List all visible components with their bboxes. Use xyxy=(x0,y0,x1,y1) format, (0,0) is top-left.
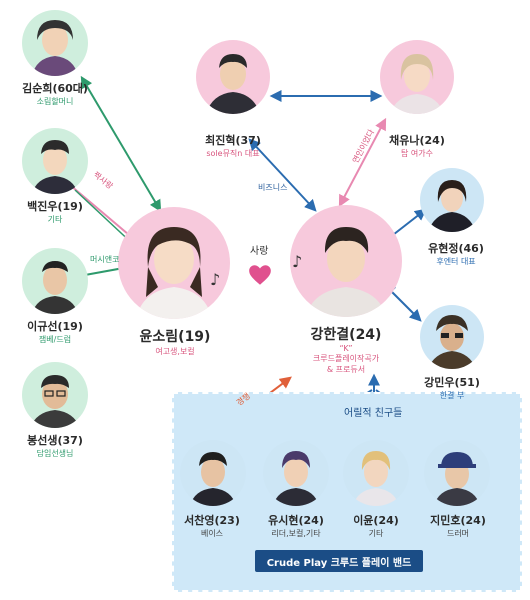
label-choi-jinhyuk: 최진혁(37) sole뮤직n 대표 xyxy=(175,132,291,159)
portrait-seo-chanyoung xyxy=(180,440,246,506)
line-jinwoo-sorim xyxy=(69,184,137,242)
name-yoon-sorim: 윤소림(19) xyxy=(139,329,211,345)
annotation-childhood-friends: 어릴적 친구들 xyxy=(344,408,403,419)
music-note-icon-2: ♪ xyxy=(292,252,303,271)
label-kang-hangyeol: 강한결(24) “K” 크루드플레이작곡가 & 프로듀서 xyxy=(276,324,416,375)
annotation-band-member: 머시앤코 xyxy=(90,255,120,264)
name-choi-jinhyuk: 최진혁(37) xyxy=(205,134,261,147)
role-bong-seonsaeng: 담임선생님 xyxy=(36,449,74,458)
role-kang-minwoo: 한결 부 xyxy=(439,391,465,400)
role-lee-yoon: 기타 xyxy=(368,529,384,538)
role-kang-hangyeol-3: & 프로듀서 xyxy=(326,365,366,374)
name-kang-hangyeol: 강한결(24) xyxy=(310,327,382,343)
label-yoo-sihyun: 유시현(24) 리더,보컬,기타 xyxy=(248,512,344,539)
annotation-love: 사랑 xyxy=(250,246,269,257)
name-seo-chanyoung: 서찬영(23) xyxy=(184,514,240,527)
portrait-chae-yuna xyxy=(380,40,454,114)
label-bong-seonsaeng: 봉선생(37) 담임선생님 xyxy=(5,432,105,459)
line-choi-hangyeol xyxy=(248,138,317,212)
label-lee-yoon: 이윤(24) 기타 xyxy=(330,512,422,539)
role-yoon-sorim: 여고생,보컬 xyxy=(155,347,195,356)
portrait-yoo-sihyun xyxy=(263,440,329,506)
portrait-bong-seonsaeng xyxy=(22,362,88,428)
label-seo-chanyoung: 서찬영(23) 베이스 xyxy=(166,512,258,539)
name-ji-minho: 지민호(24) xyxy=(430,514,486,527)
portrait-lee-gyuseon xyxy=(22,248,88,314)
portrait-choi-jinhyuk xyxy=(196,40,270,114)
heart-icon xyxy=(249,265,271,285)
role-seo-chanyoung: 베이스 xyxy=(200,529,224,538)
label-chae-yuna: 채유나(24) 탑 여가수 xyxy=(360,132,474,159)
label-yoon-sorim: 윤소림(19) 여고생,보컬 xyxy=(110,326,240,357)
portrait-lee-yoon xyxy=(343,440,409,506)
portrait-kang-minwoo xyxy=(420,305,484,369)
label-yoo-hyunjung: 유현정(46) 후엔터 대표 xyxy=(412,240,500,267)
role-ji-minho: 드러머 xyxy=(446,529,470,538)
portrait-ji-minho xyxy=(424,440,490,506)
name-kang-minwoo: 강민우(51) xyxy=(424,376,480,389)
label-baek-jinwoo: 백진우(19) 기타 xyxy=(5,198,105,225)
line-sorim-grandma xyxy=(80,75,162,213)
role-chae-yuna: 탑 여가수 xyxy=(401,149,433,158)
role-lee-gyuseon: 잼베/드럼 xyxy=(38,335,72,344)
role-baek-jinwoo: 기타 xyxy=(47,215,63,224)
label-kim-sunhee: 김순희(60대) 소림할머니 xyxy=(5,80,105,107)
role-yoo-hyunjung: 후엔터 대표 xyxy=(436,257,476,266)
portrait-kim-sunhee xyxy=(22,10,88,76)
role-kang-hangyeol-1: “K” xyxy=(339,344,353,353)
role-kim-sunhee: 소림할머니 xyxy=(36,97,74,106)
label-kang-minwoo: 강민우(51) 한결 부 xyxy=(408,374,496,401)
name-chae-yuna: 채유나(24) xyxy=(389,134,445,147)
label-lee-gyuseon: 이규선(19) 잼베/드럼 xyxy=(5,318,105,345)
line-chae-hangyeol xyxy=(338,117,387,208)
name-kim-sunhee: 김순희(60대) xyxy=(22,82,88,95)
role-yoo-sihyun: 리더,보컬,기타 xyxy=(271,529,321,538)
band-title: Crude Play 크루드 플레이 밴드 xyxy=(255,550,423,572)
name-lee-yoon: 이윤(24) xyxy=(353,514,399,527)
name-lee-gyuseon: 이규선(19) xyxy=(27,320,83,333)
annotation-business: 비즈니스 xyxy=(258,183,288,192)
music-note-icon: ♪ xyxy=(210,270,221,289)
name-baek-jinwoo: 백진우(19) xyxy=(27,200,83,213)
portrait-baek-jinwoo xyxy=(22,128,88,194)
name-bong-seonsaeng: 봉선생(37) xyxy=(27,434,83,447)
name-yoo-hyunjung: 유현정(46) xyxy=(428,242,484,255)
label-ji-minho: 지민호(24) 드러머 xyxy=(412,512,504,539)
portrait-yoon-sorim xyxy=(118,207,230,319)
role-choi-jinhyuk: sole뮤직n 대표 xyxy=(206,149,260,158)
portrait-kang-hangyeol xyxy=(290,205,402,317)
portrait-yoo-hyunjung xyxy=(420,168,484,232)
role-kang-hangyeol-2: 크루드플레이작곡가 xyxy=(312,354,380,363)
name-yoo-sihyun: 유시현(24) xyxy=(268,514,324,527)
